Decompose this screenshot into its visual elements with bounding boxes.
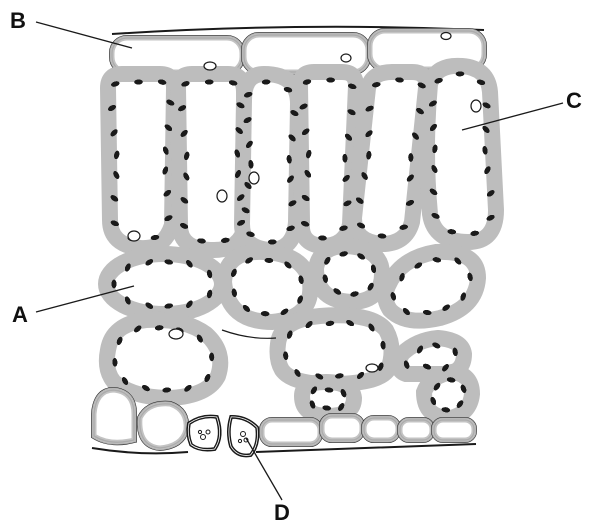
vacuole-dot (169, 329, 183, 339)
vacuole-dot (204, 62, 216, 70)
vacuole-dot (366, 364, 378, 372)
chloroplast (112, 280, 117, 288)
label-d: D (274, 500, 290, 525)
leader-line-b (36, 22, 132, 48)
lower-epidermis-cell (262, 420, 320, 444)
label-c: C (566, 88, 582, 113)
vacuole-dot (341, 54, 351, 62)
leader-line-d (246, 438, 282, 500)
vacuole-dot (441, 33, 451, 40)
label-b: B (10, 8, 26, 33)
vacuole-dot (128, 231, 140, 241)
air-space (222, 330, 276, 338)
label-a: A (12, 302, 28, 327)
vacuole-dot (249, 172, 259, 184)
vacuole-dot (471, 100, 481, 112)
upper-epidermis (112, 31, 484, 72)
guard-cell (189, 418, 218, 449)
vacuole-dot (217, 190, 227, 202)
